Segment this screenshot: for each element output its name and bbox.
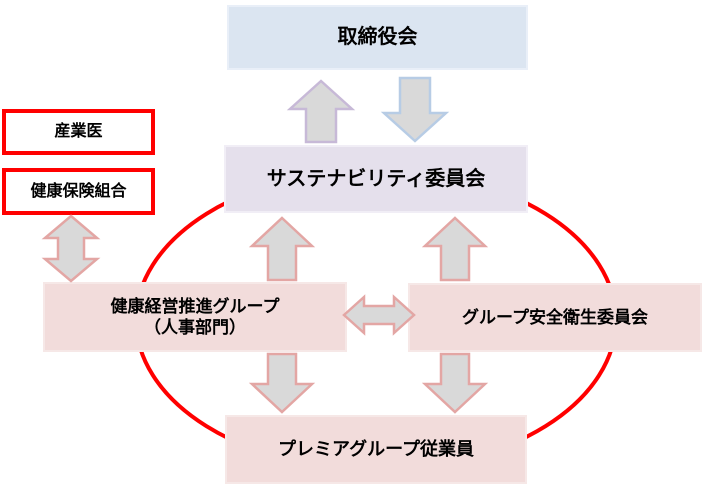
node-board-of-directors: 取締役会 [227,5,528,70]
node-industrial-physician-label: 産業医 [54,123,103,140]
node-industrial-physician: 産業医 [2,109,155,155]
node-board-label: 取締役会 [337,26,418,48]
node-safety-committee-label: グループ安全衛生委員会 [462,307,648,327]
node-employees-label: プレミアグループ従業員 [277,439,475,460]
node-hr-group-label-line2: （人事部門） [144,318,246,337]
node-health-insurance-association: 健康保険組合 [2,168,155,215]
node-group-safety-health-committee: グループ安全衛生委員会 [408,283,702,352]
node-health-promotion-hr-group: 健康経営推進グループ （人事部門） [43,282,347,352]
node-sustainability-label: サステナビリティ委員会 [266,167,486,190]
node-sustainability-committee: サステナビリティ委員会 [224,145,528,213]
node-hr-group-label-line1: 健康経営推進グループ [110,296,280,316]
node-health-insurance-label: 健康保険組合 [30,182,127,200]
node-premier-group-employees: プレミアグループ従業員 [225,415,527,484]
